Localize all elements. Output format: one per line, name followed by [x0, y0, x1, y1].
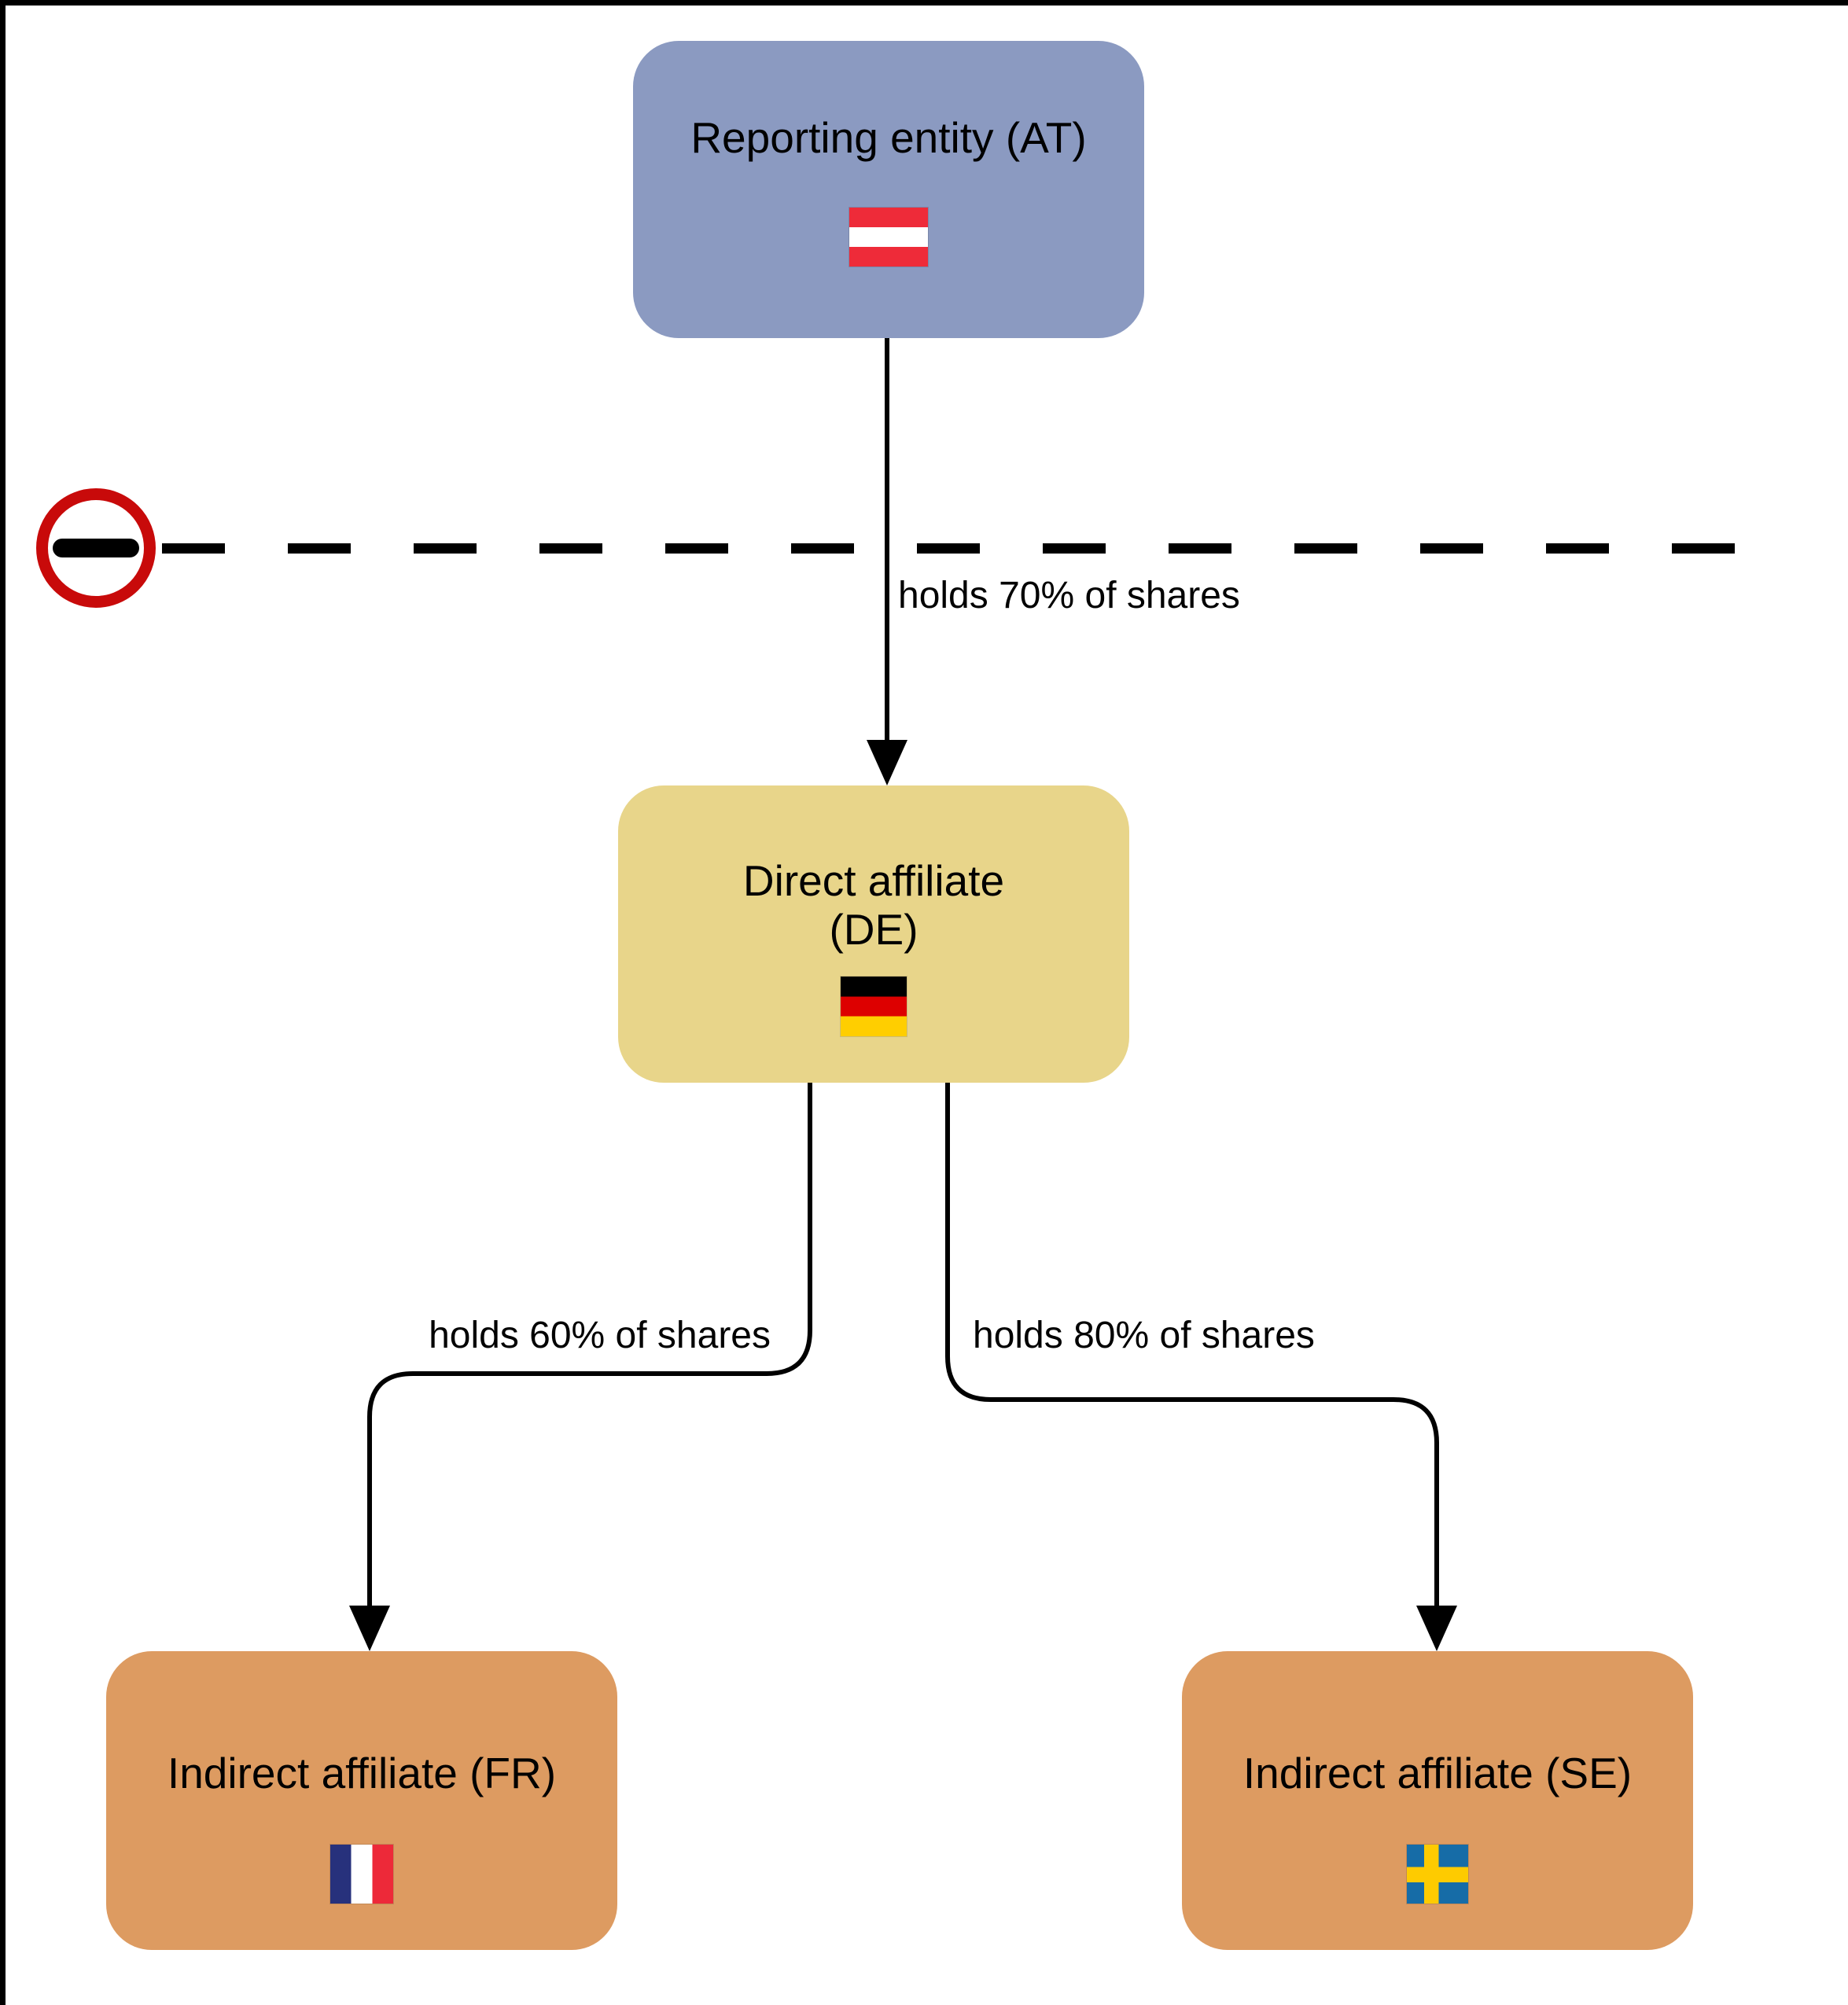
- frame-border-left: [0, 0, 6, 2005]
- frame-border-top: [0, 0, 1848, 6]
- france-flag-icon: [330, 1845, 393, 1904]
- edge-label-holds-60: holds 60% of shares: [429, 1315, 771, 1356]
- sweden-flag-icon: [1407, 1845, 1468, 1904]
- node-indirect-affiliate-fr: Indirect affiliate (FR): [106, 1651, 617, 1950]
- arrowhead-de-icon: [867, 740, 907, 785]
- edge-label-holds-70: holds 70% of shares: [898, 575, 1240, 616]
- node-direct-affiliate-label-line2: (DE): [829, 905, 918, 954]
- no-entry-icon: [36, 488, 156, 608]
- arrowhead-fr-icon: [349, 1606, 390, 1651]
- austria-flag-icon: [849, 207, 928, 267]
- node-direct-affiliate: Direct affiliate (DE): [618, 785, 1129, 1083]
- node-indirect-affiliate-fr-label: Indirect affiliate (FR): [167, 1749, 557, 1797]
- arrowhead-se-icon: [1416, 1606, 1457, 1651]
- node-reporting-entity-label: Reporting entity (AT): [690, 112, 1087, 162]
- node-reporting-entity: Reporting entity (AT): [633, 41, 1144, 338]
- node-direct-affiliate-label-line1: Direct affiliate: [742, 856, 1005, 905]
- edge-label-holds-80: holds 80% of shares: [973, 1315, 1315, 1356]
- germany-flag-icon: [841, 977, 907, 1036]
- node-indirect-affiliate-se: Indirect affiliate (SE): [1182, 1651, 1693, 1950]
- no-entry-bar: [53, 539, 139, 557]
- node-indirect-affiliate-se-label: Indirect affiliate (SE): [1242, 1749, 1633, 1797]
- edge-de-fr-line: [367, 1083, 812, 1606]
- edge-de-se-line: [945, 1083, 1439, 1606]
- national-border-dashed-line: [162, 543, 1754, 554]
